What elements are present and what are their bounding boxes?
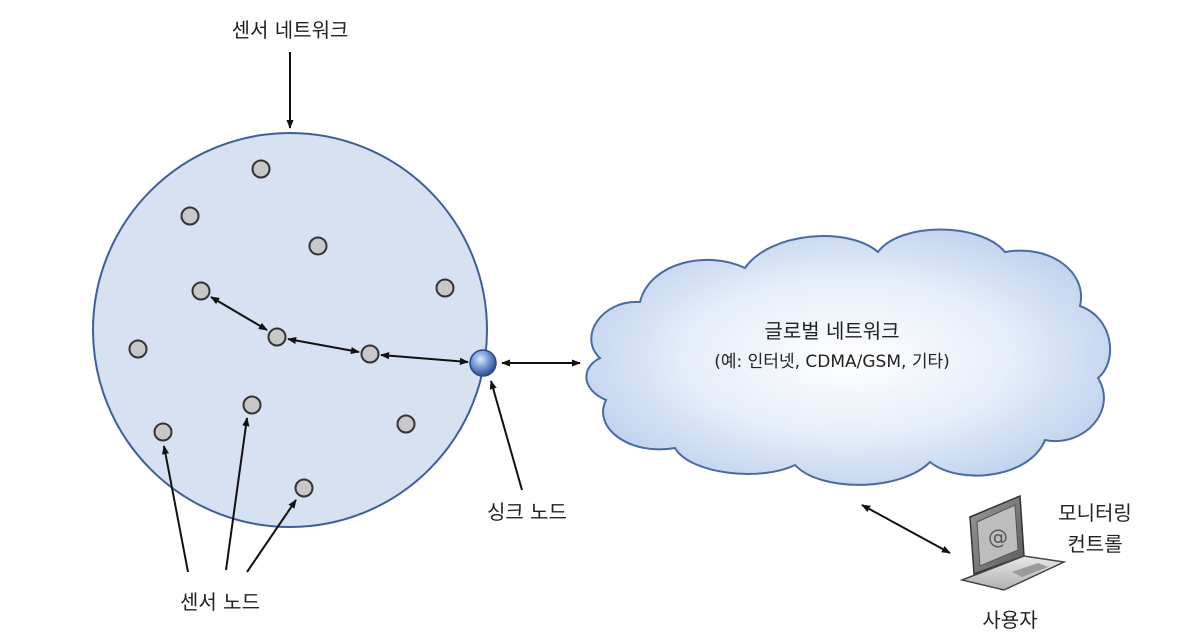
sensor-node bbox=[360, 344, 380, 364]
sensor-node bbox=[267, 327, 287, 347]
sink-label-arrow bbox=[489, 380, 523, 491]
laptop-icon bbox=[959, 494, 1067, 591]
sensor-node-label: 센서 노드 bbox=[180, 590, 260, 614]
sink-node bbox=[469, 349, 497, 377]
global-network-title: 글로벌 네트워크 bbox=[764, 319, 900, 343]
sensor-node bbox=[396, 414, 416, 434]
global-network-examples: (예: 인터넷, CDMA/GSM, 기타) bbox=[714, 352, 950, 372]
sensor-nodes bbox=[128, 159, 455, 498]
sensor-node-label-arrows bbox=[161, 417, 297, 573]
multihop-arrows bbox=[210, 296, 469, 365]
sensor-field bbox=[92, 132, 488, 528]
sensor-node bbox=[308, 236, 328, 256]
sensor-node bbox=[180, 206, 200, 226]
sensor-node bbox=[251, 159, 271, 179]
laptop-screen-symbol: @ bbox=[988, 525, 1008, 549]
sink-node-label: 싱크 노드 bbox=[487, 500, 567, 524]
user-global-arrow bbox=[861, 504, 951, 554]
sensor-network-label: 센서 네트워크 bbox=[231, 18, 349, 42]
monitoring-label: 모니터링 bbox=[1058, 501, 1132, 525]
global-network-cloud bbox=[585, 228, 1112, 486]
sensor-node bbox=[294, 478, 314, 498]
user-label: 사용자 bbox=[982, 608, 1038, 632]
sensor-node bbox=[242, 395, 262, 415]
control-label: 컨트롤 bbox=[1067, 532, 1123, 556]
sensor-node bbox=[191, 281, 211, 301]
sensor-node bbox=[435, 278, 455, 298]
sensor-node bbox=[128, 339, 148, 359]
sensor-node bbox=[153, 422, 173, 442]
